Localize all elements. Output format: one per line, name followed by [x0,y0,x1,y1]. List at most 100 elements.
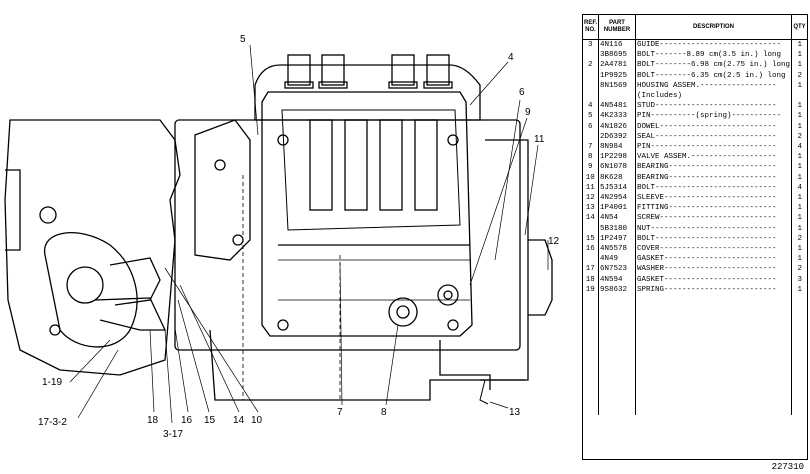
header-part-number: PART NUMBER [598,14,636,40]
cell-desc: DOWEL-------------------------- [635,121,793,132]
cell-desc: BOLT--------------------------- [635,182,793,194]
cell-qty: 1 [797,122,803,131]
cell-desc: (Includes) [635,91,793,102]
cell-qty: 1 [797,285,803,294]
callout-17-3-2: 17-3-2 [38,417,67,428]
governor-housing [4,119,181,376]
cell-qty: 1 [797,51,803,60]
cell-qty: 1 [797,153,803,162]
cell-ref: 13 [582,203,600,214]
cell-ref [582,80,600,92]
cell-desc: BEARING------------------------ [635,172,793,183]
cell-desc: SLEEVE------------------------- [635,193,793,204]
callout-9: 9 [525,107,531,118]
cell-qty: 1 [797,173,803,182]
cell-desc: HOUSING ASSEM.----------------- [635,80,793,92]
cell-ref: 19 [582,284,600,296]
callout-16: 16 [181,415,193,426]
cell-part: 8N984 [598,142,636,153]
cell-part: 6N7523 [598,264,636,275]
cell-part: 4N49 [598,254,636,265]
callout-5: 5 [240,34,246,45]
cell-desc: BEARING------------------------ [635,162,793,173]
cell-desc: VALVE ASSEM.------------------- [635,152,793,163]
cell-ref: 2 [582,60,600,71]
cell-qty: 2 [797,132,803,141]
cell-qty: 1 [797,163,803,172]
valve-assembly [388,297,418,327]
cell-ref: 4 [582,101,600,112]
callout-4: 4 [508,52,514,63]
front-housing [480,139,529,381]
cell-desc: COVER-------------------------- [635,244,793,255]
cell-qty: 1 [797,214,803,223]
cell-qty: 1 [797,112,803,121]
cell-qty: 1 [797,81,803,90]
cell-part: 8N1569 [598,80,636,92]
cell-qty: 1 [797,255,803,264]
main-housing [174,119,521,351]
cell-desc: SPRING------------------------- [635,284,793,296]
cell-part: 4N1826 [598,121,636,132]
cell-ref: 10 [582,172,600,183]
cell-desc: GUIDE--------------------------- [635,39,793,51]
cell-ref [582,91,600,102]
cell-desc: WASHER------------------------- [635,264,793,275]
callout-14: 14 [233,415,245,426]
governor-hub [66,266,104,304]
cell-ref: 6 [582,121,600,132]
cell-desc: BOLT--------6.98 cm(2.75 in.) long [635,60,793,71]
callout-10: 10 [251,415,263,426]
cell-part: 5J5314 [598,182,636,194]
callout-11: 11 [534,134,545,145]
cell-desc: GASKET------------------------- [635,254,793,265]
cell-ref [582,295,600,416]
cell-part: 4N594 [598,274,636,285]
cell-desc: STUD--------------------------- [635,101,793,112]
cell-part: 6N1078 [598,162,636,173]
callout-8: 8 [381,407,387,418]
cell-qty: 1 [797,61,803,70]
cell-ref: 17 [582,264,600,275]
cell-part: 8K628 [598,172,636,183]
cell-ref: 16 [582,244,600,255]
cell-ref: 12 [582,193,600,204]
cell-qty: 1 [797,41,803,49]
cell-part: 2A4781 [598,60,636,71]
cell-desc: BOLT--------------------------- [635,233,793,245]
cell-qty [792,295,808,415]
cell-qty: 1 [797,194,803,203]
cell-part: 3B8695 [598,50,636,61]
header-ref: REF. NO. [581,14,600,40]
header-qty: QTY [791,14,808,40]
cell-qty: 2 [797,265,803,274]
cell-qty: 2 [797,71,803,80]
cell-qty: 1 [797,245,803,254]
cover-plate [261,91,473,337]
cell-part: 4N2954 [598,193,636,204]
cell-qty: 1 [797,224,803,233]
cell-desc [635,295,793,416]
cell-part: 4N5481 [598,101,636,112]
cell-ref: 9 [582,162,600,173]
cell-desc: NUT---------------------------- [635,223,793,234]
cell-desc: PIN----------(spring)----------- [635,111,793,122]
callout-15: 15 [204,415,216,426]
cell-part [598,91,636,102]
callout-13: 13 [509,407,521,418]
